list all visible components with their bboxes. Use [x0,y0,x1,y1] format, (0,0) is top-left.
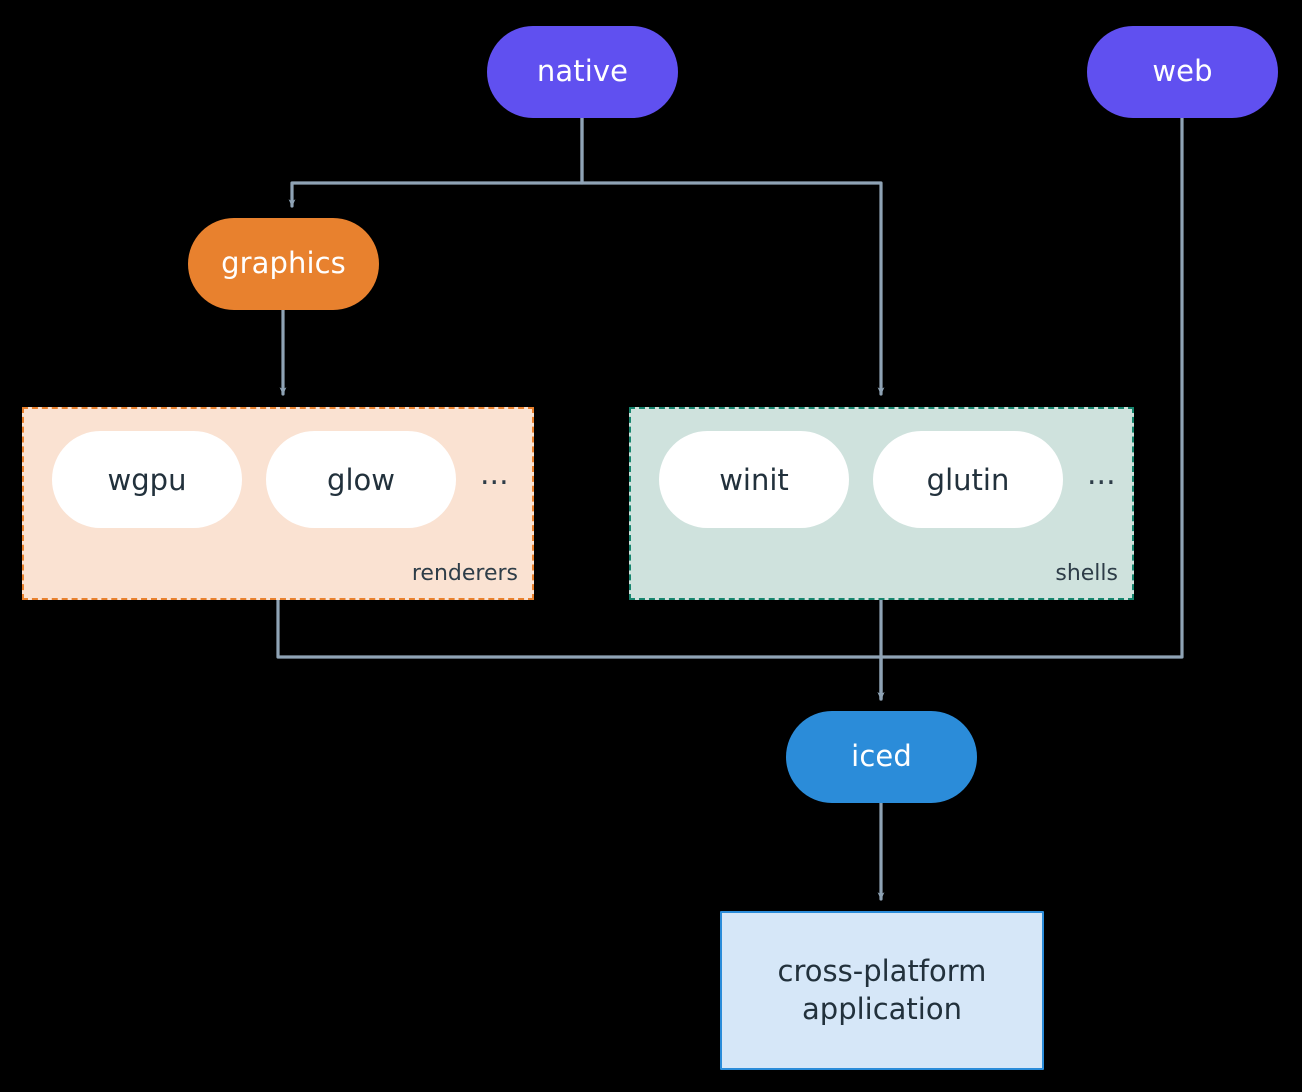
subgraph-renderers: wgpu glow ... renderers [22,407,534,600]
node-native-label: native [536,54,629,89]
leaf-glutin[interactable]: glutin [873,431,1063,528]
node-web[interactable]: web [1087,26,1278,118]
leaf-wgpu-label: wgpu [107,462,187,497]
node-graphics-label: graphics [221,246,346,281]
application-label-line-2: application [802,991,962,1026]
leaf-wgpu[interactable]: wgpu [52,431,242,528]
node-cross-platform-application[interactable]: cross-platform application [720,911,1044,1070]
edge-native-to-graphics [288,116,584,208]
node-iced-label: iced [851,739,912,774]
node-graphics[interactable]: graphics [188,218,379,310]
leaf-winit[interactable]: winit [659,431,849,528]
renderers-items: wgpu glow ... [24,431,509,528]
leaf-glutin-label: glutin [926,462,1010,497]
node-iced[interactable]: iced [786,711,977,803]
shells-ellipsis: ... [1087,456,1116,492]
application-label-line-1: cross-platform [777,954,987,989]
edge-renderers-to-iced [276,598,885,701]
leaf-glow[interactable]: glow [266,431,456,528]
subgraph-shells: winit glutin ... shells [629,407,1134,600]
renderers-ellipsis: ... [480,456,509,492]
leaf-glow-label: glow [327,462,395,497]
subgraph-renderers-label: renderers [411,561,518,586]
node-web-label: web [1152,54,1213,89]
leaf-winit-label: winit [719,462,789,497]
edge-native-to-shells [580,116,885,396]
node-native[interactable]: native [487,26,678,118]
shells-items: winit glutin ... [631,431,1116,528]
subgraph-shells-label: shells [1055,561,1118,586]
